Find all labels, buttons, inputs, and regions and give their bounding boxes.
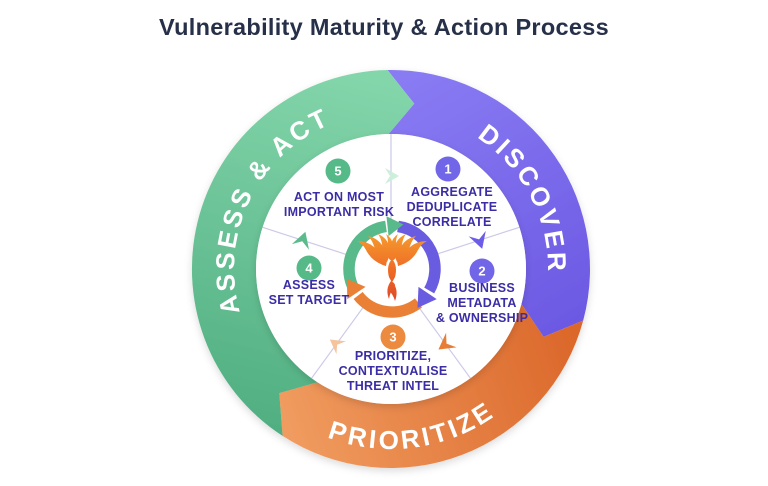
step-label-1-line1: AGGREGATE <box>411 185 493 199</box>
step-badges: 1 2 3 4 5 <box>296 156 495 350</box>
ring-segment-discover <box>387 69 590 337</box>
chevron-right-icon <box>385 168 399 184</box>
step-badge-number-3: 3 <box>389 330 396 345</box>
step-badge-5 <box>325 158 351 184</box>
step-label-1-line3: CORRELATE <box>412 215 491 229</box>
phoenix-icon <box>357 234 427 301</box>
cycle-arrow-green <box>343 220 388 289</box>
chevron-right-icon <box>329 339 346 355</box>
step-label-4-line2: SET TARGET <box>269 293 350 307</box>
ring-segment-prioritize <box>279 303 584 469</box>
step-label-3-line3: THREAT INTEL <box>347 379 439 393</box>
step-label-3-line2: CONTEXTUALISE <box>339 364 448 378</box>
step-badge-number-2: 2 <box>478 264 485 279</box>
outer-ring <box>191 69 590 469</box>
step-badge-3 <box>380 324 406 350</box>
ring-segment-assess-act <box>191 70 415 436</box>
cycle-arrow-purple <box>396 220 441 294</box>
chevron-right-icon <box>468 230 486 249</box>
cycle-arrowhead-purple-icon <box>417 286 437 308</box>
cycle-arrowhead-green-icon <box>386 216 404 237</box>
step-badge-number-5: 5 <box>334 164 341 179</box>
step-badge-number-4: 4 <box>305 261 313 276</box>
step-badge-1 <box>435 156 461 182</box>
center-cycle <box>343 220 441 318</box>
step-badge-number-1: 1 <box>444 162 451 177</box>
step-label-2-line3: & OWNERSHIP <box>436 311 528 325</box>
step-label-3-line1: PRIORITIZE, <box>355 349 431 363</box>
page-title: Vulnerability Maturity & Action Process <box>158 14 610 40</box>
flow-chevrons <box>291 168 486 355</box>
step-label-5-line2: IMPORTANT RISK <box>284 205 394 219</box>
step-label-1-line2: DEDUPLICATE <box>407 200 498 214</box>
step-label-2-line1: BUSINESS <box>449 281 515 295</box>
step-labels: AGGREGATE DEDUPLICATE CORRELATE BUSINESS… <box>269 185 528 393</box>
chevron-right-icon <box>438 332 457 350</box>
step-label-4-line1: ASSESS <box>283 278 335 292</box>
step-label-2-line2: METADATA <box>447 296 516 310</box>
step-badge-4 <box>296 255 322 281</box>
cycle-arrow-orange <box>353 291 423 318</box>
step-label-5-line1: ACT ON MOST <box>294 190 384 204</box>
step-badge-2 <box>469 258 495 284</box>
chevron-right-icon <box>291 231 309 250</box>
cycle-arrowhead-orange-icon <box>346 278 366 300</box>
